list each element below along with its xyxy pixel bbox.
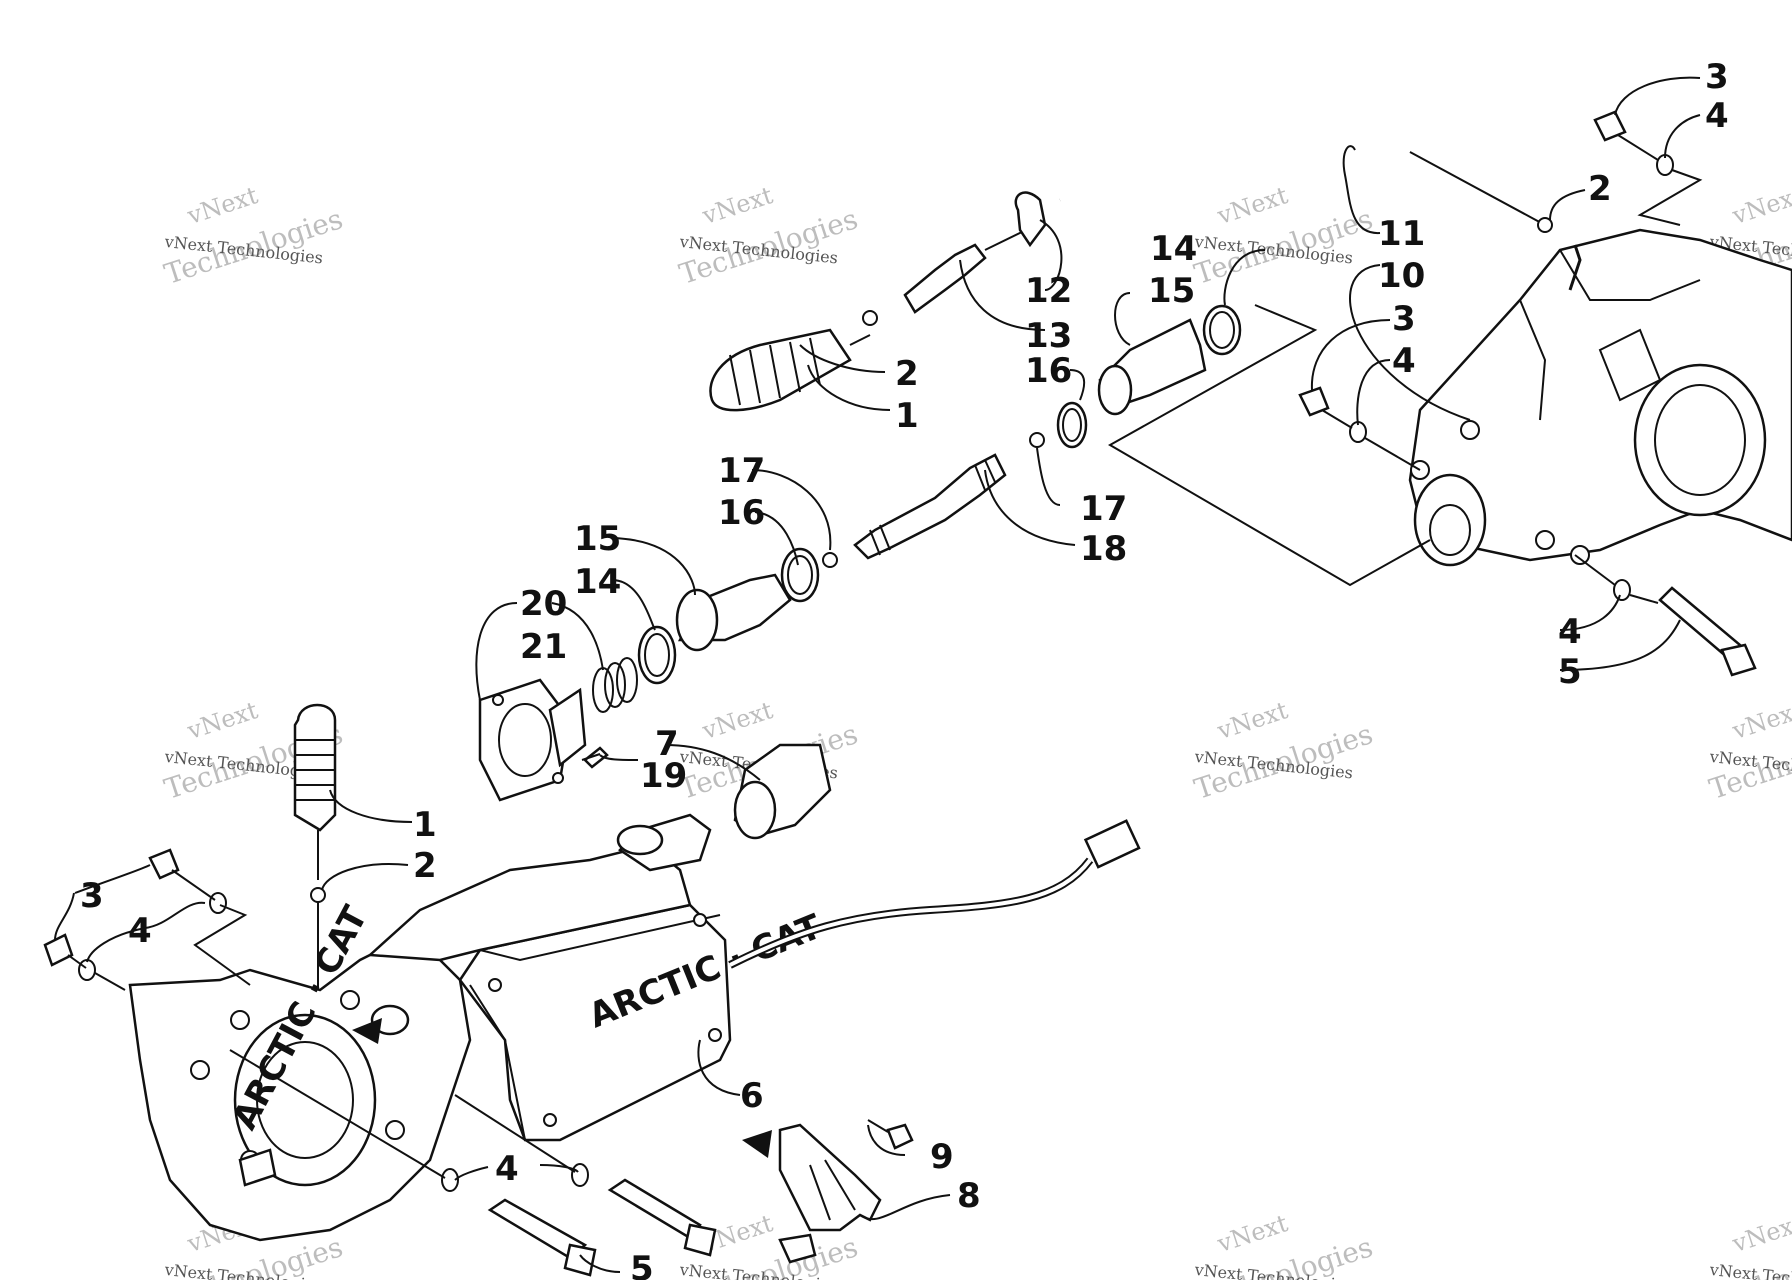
callout-11: 11 [1378, 214, 1425, 254]
callout-19: 19 [640, 756, 687, 796]
part-lower-gear-housing [128, 948, 472, 1242]
callout-15-mid: 15 [574, 519, 621, 559]
callout-3-top-right: 3 [1705, 57, 1729, 97]
part-10-gear-housing [1408, 228, 1792, 567]
parts-14-15-16-upper [1029, 304, 1242, 449]
callout-5-lower: 5 [630, 1249, 654, 1280]
watermark-brand-line1: vNext [183, 181, 261, 230]
parts-3-4-5-upper-right [1298, 110, 1757, 677]
part-1-boot-upper [709, 328, 871, 412]
callout-3-lower-left: 3 [80, 876, 104, 916]
upper-gear-shaft-assembly [366, 813, 712, 962]
callout-2-upper: 2 [895, 354, 919, 394]
part-12-cable-clip [1014, 191, 1047, 248]
parts-3-4-lower-left [43, 848, 251, 991]
watermark-brand-line1: vNext [1213, 1209, 1291, 1258]
part-13-cable-end [903, 227, 1031, 314]
callout-16-upper: 16 [1025, 351, 1072, 391]
parts-4-5-lower [229, 1049, 717, 1277]
callout-2-lower: 2 [413, 846, 437, 886]
callout-16-mid: 16 [718, 493, 765, 533]
watermark-brand-line1: vNext [1213, 181, 1291, 230]
watermark-brand-line1: vNext [1728, 181, 1792, 230]
part-7-boot [733, 743, 832, 840]
callout-21: 21 [520, 627, 567, 667]
callout-14-mid: 14 [574, 562, 621, 602]
watermark-brand-line1: vNext [1728, 696, 1792, 745]
callout-9: 9 [930, 1137, 954, 1177]
callout-18: 18 [1080, 529, 1127, 569]
part-9-screw [867, 1119, 914, 1150]
callout-1-lower: 1 [413, 805, 437, 845]
wire-harness [728, 819, 1141, 969]
part-11-cable [1058, 111, 1546, 226]
part-18-shaft [822, 453, 1007, 568]
callout-8: 8 [957, 1176, 981, 1216]
callout-15-upper: 15 [1148, 271, 1195, 311]
callout-7: 7 [655, 724, 679, 764]
callout-20: 20 [520, 584, 567, 624]
callout-14-upper: 14 [1150, 229, 1197, 269]
callout-4-lower-right: 4 [1558, 612, 1582, 652]
callout-17-upper: 17 [1080, 489, 1127, 529]
callout-4-lower-left: 4 [128, 911, 152, 951]
callout-4-mid-right: 4 [1392, 341, 1416, 381]
callout-6: 6 [740, 1076, 764, 1116]
part-19-bolt [581, 746, 609, 769]
callout-1-upper: 1 [895, 396, 919, 436]
callout-3-mid-right: 3 [1392, 299, 1416, 339]
parts-14-15-16-21-mid [592, 547, 820, 713]
callout-10: 10 [1378, 256, 1425, 296]
watermark-brand-line1: vNext [1728, 1209, 1792, 1258]
callout-labels: 3 4 2 11 10 3 4 14 15 16 17 18 12 13 2 1… [80, 57, 1729, 1280]
assembly-outline [1107, 304, 1431, 587]
part-1-boot-lower [293, 703, 337, 990]
callout-13: 13 [1025, 316, 1072, 356]
callout-17-mid: 17 [718, 451, 765, 491]
watermark-brand-line1: vNext [183, 696, 261, 745]
watermark-brand-line1: vNext [698, 181, 776, 230]
callout-4-lower: 4 [495, 1149, 519, 1189]
leader-lines [54, 76, 1701, 1273]
callout-5-lower-right: 5 [1558, 652, 1582, 692]
watermark-brand-line1: vNext [1213, 696, 1291, 745]
part-2-clip-upper [862, 217, 1553, 326]
callout-2-top-right: 2 [1588, 169, 1612, 209]
callout-4-top-right: 4 [1705, 96, 1729, 136]
watermark-brand-line1: vNext [698, 696, 776, 745]
part-20-flange [478, 678, 587, 802]
part-8-bracket [742, 1123, 882, 1264]
callout-12: 12 [1025, 271, 1072, 311]
